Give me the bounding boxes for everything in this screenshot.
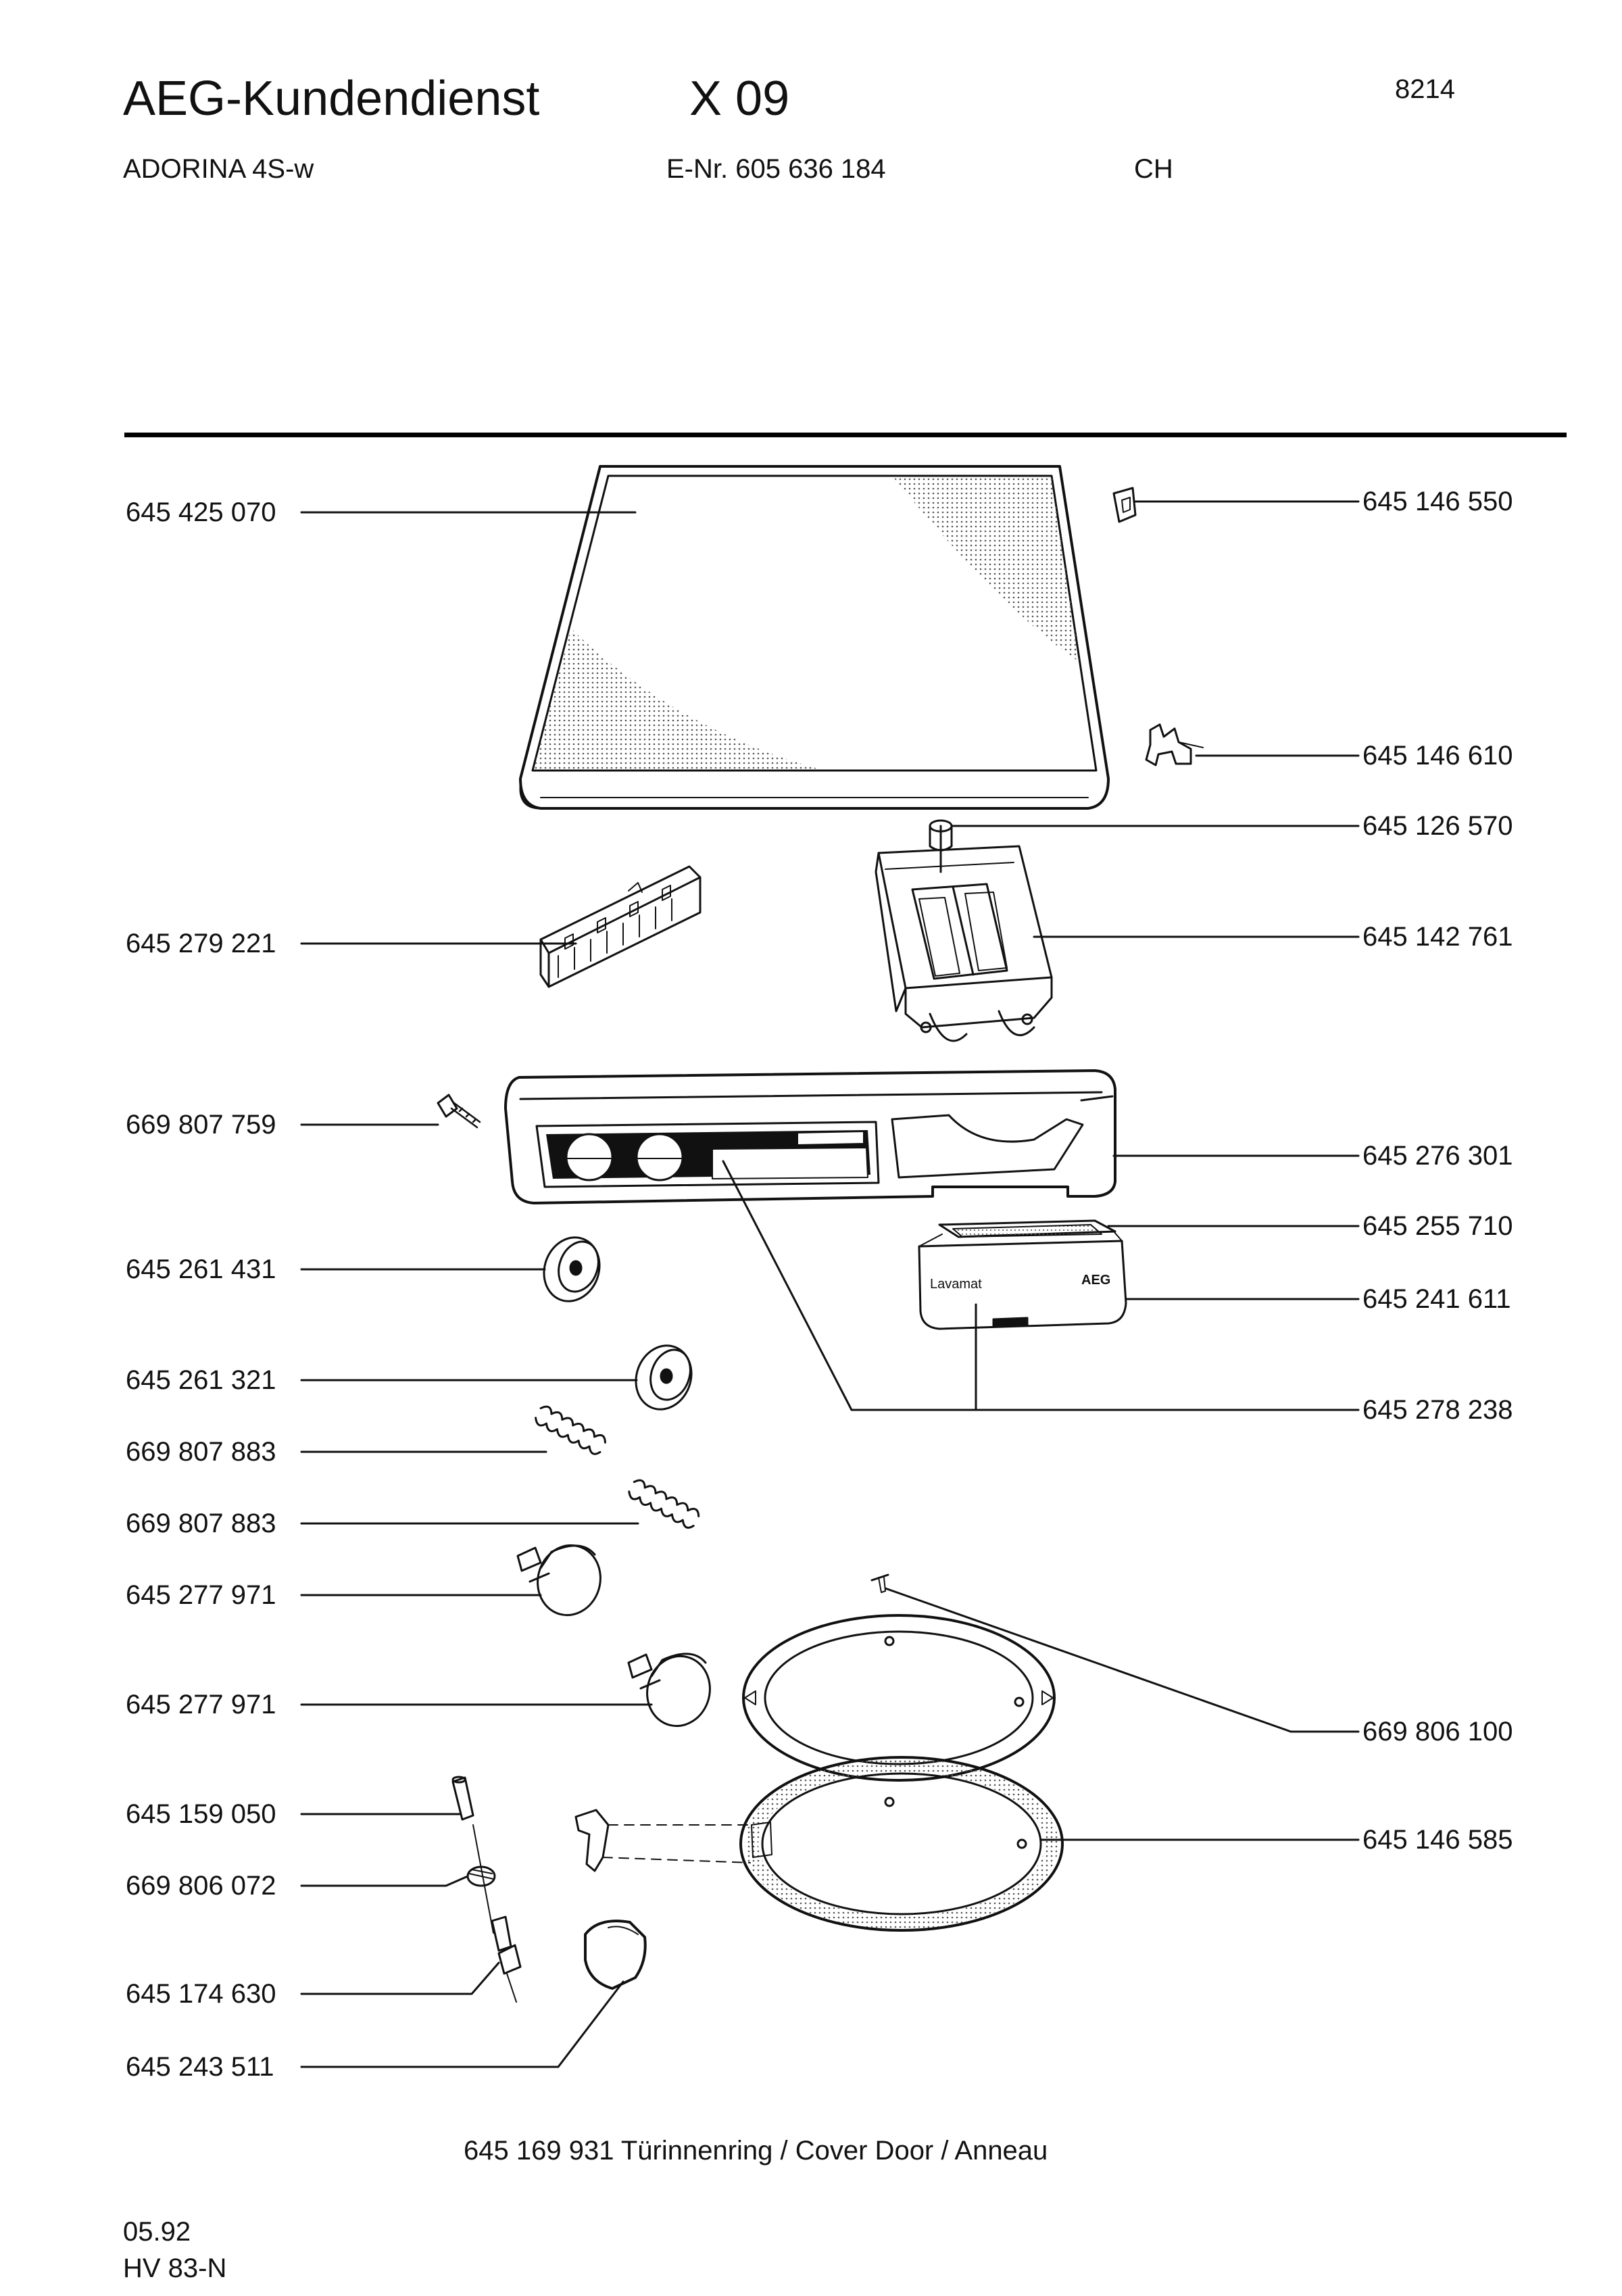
footer-date: 05.92 xyxy=(123,2217,191,2247)
control-panel-part xyxy=(504,1069,1116,1204)
part-label-right-5: 645 276 301 xyxy=(1362,1141,1513,1171)
sheet-code: X 09 xyxy=(689,72,790,126)
part-label-right-7: 645 241 611 xyxy=(1362,1284,1511,1314)
part-label-left-11: 669 806 072 xyxy=(126,1871,276,1901)
header-rule xyxy=(124,433,1567,437)
part-label-right-2: 645 146 610 xyxy=(1362,741,1513,771)
hinge-bracket-part xyxy=(1145,723,1204,766)
page-title: AEG-Kundendienst xyxy=(123,72,540,126)
door-handle-part xyxy=(584,1920,647,1990)
leader-lines-right xyxy=(722,500,1360,1841)
part-label-left-5: 645 261 321 xyxy=(126,1365,276,1395)
rotary-knob-part-1 xyxy=(516,1544,601,1617)
part-label-left-7: 669 807 883 xyxy=(126,1509,276,1538)
door-inner-ring-part xyxy=(742,1614,1056,1782)
spring-part-2 xyxy=(628,1479,700,1529)
part-label-right-10: 645 146 585 xyxy=(1362,1825,1513,1855)
footer-revision: HV 83-N xyxy=(123,2253,227,2283)
part-label-left-12: 645 174 630 xyxy=(126,1979,276,2009)
leader-lines-left xyxy=(300,511,653,2068)
part-label-left-3: 669 807 759 xyxy=(126,1110,276,1140)
top-cover-part xyxy=(519,465,1110,810)
part-label-right-8: 645 278 238 xyxy=(1362,1395,1513,1425)
part-label-left-9: 645 277 971 xyxy=(126,1690,276,1719)
rotary-knob-part-2 xyxy=(627,1653,711,1728)
document-number: 8214 xyxy=(1395,74,1455,104)
footer-note: 645 169 931 Türinnenring / Cover Door / … xyxy=(464,2136,1048,2166)
part-label-right-4: 645 142 761 xyxy=(1362,922,1513,952)
panel-logo-text: AEG xyxy=(1081,1273,1110,1288)
spring-part-1 xyxy=(535,1405,606,1455)
door-outer-ring-part xyxy=(739,1756,1064,1932)
knob-cap-part-2 xyxy=(635,1344,693,1411)
detergent-drawer-part xyxy=(875,845,1053,1042)
part-label-right-9: 669 806 100 xyxy=(1362,1717,1513,1747)
small-screw-part xyxy=(870,1573,889,1593)
panel-brand-text: Lavamat xyxy=(930,1277,982,1292)
part-label-left-13: 645 243 511 xyxy=(126,2052,274,2082)
part-label-left-4: 645 261 431 xyxy=(126,1254,276,1284)
model-name: ADORINA 4S-w xyxy=(123,154,314,184)
lock-bolt-part xyxy=(491,1915,522,2003)
part-label-left-1: 645 425 070 xyxy=(126,497,276,527)
door-latch-part xyxy=(574,1809,751,1872)
part-label-left-10: 645 159 050 xyxy=(126,1799,276,1829)
screw-part xyxy=(437,1094,481,1129)
clip-part xyxy=(1112,487,1137,523)
hinge-pin-part xyxy=(451,1776,474,1821)
part-label-left-8: 645 277 971 xyxy=(126,1580,276,1610)
country-code: CH xyxy=(1134,154,1173,184)
panel-insert-part: Lavamat AEG xyxy=(918,1219,1127,1330)
part-label-right-3: 645 126 570 xyxy=(1362,811,1513,841)
knob-cap-part-1 xyxy=(543,1236,601,1302)
part-label-right-6: 645 255 710 xyxy=(1362,1211,1513,1241)
part-label-right-1: 645 146 550 xyxy=(1362,487,1513,516)
terminal-strip-part xyxy=(539,865,702,988)
e-number: E-Nr. 605 636 184 xyxy=(666,154,886,184)
spring-clip-part xyxy=(466,1824,496,1934)
part-label-left-2: 645 279 221 xyxy=(126,929,276,958)
part-label-left-6: 669 807 883 xyxy=(126,1437,276,1467)
